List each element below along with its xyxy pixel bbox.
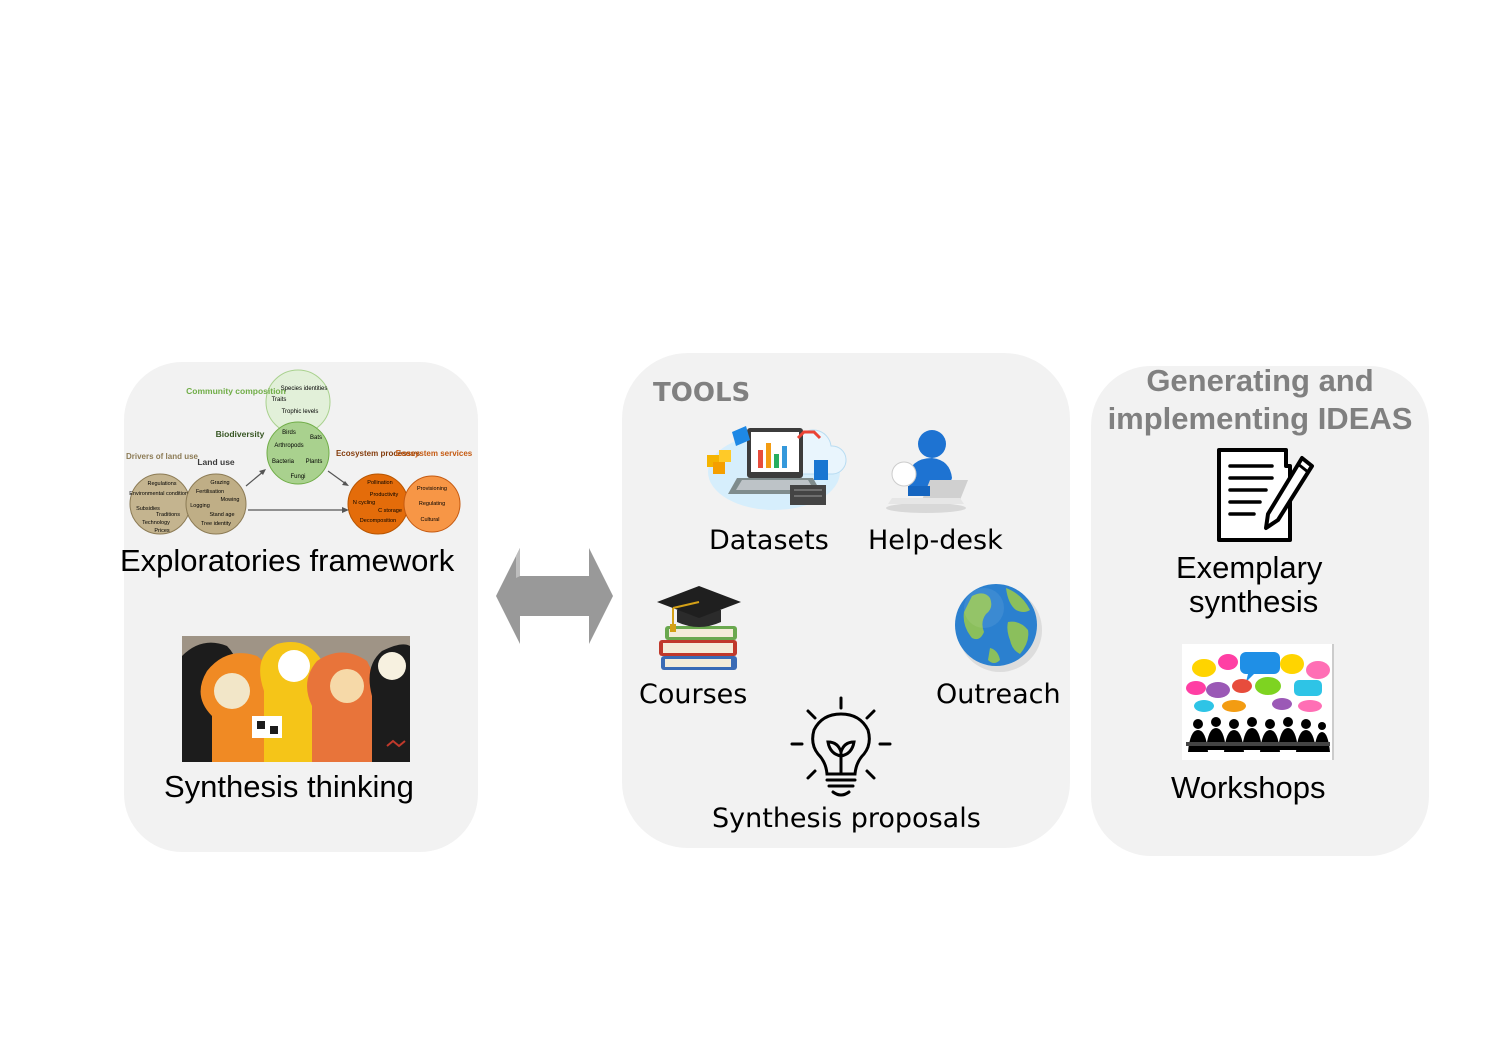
- ideas-panel: [1091, 366, 1429, 856]
- synthesis-thinking-image: [182, 636, 410, 762]
- lightbulb-icon: [790, 696, 892, 797]
- synthesis-thinking-label: Synthesis thinking: [164, 769, 414, 804]
- exploratories-framework-diagram: Community composition Species identities…: [126, 369, 473, 535]
- biodiversity-item: Plants: [306, 459, 323, 465]
- community-item: Traits: [272, 397, 287, 403]
- exemplary-line2: synthesis: [1189, 584, 1319, 619]
- biodiversity-title: Biodiversity: [216, 429, 265, 439]
- framework-label: Exploratories framework: [120, 543, 455, 578]
- landuse-title: Land use: [197, 457, 235, 467]
- landuse-item: Stand age: [209, 512, 234, 518]
- database-icon: [707, 426, 847, 510]
- double-arrow-icon: [496, 548, 613, 644]
- drivers-item: Prices: [154, 528, 170, 534]
- biodiversity-item: Arthropods: [274, 443, 303, 449]
- outreach-label: Outreach: [936, 679, 1061, 710]
- processes-item: Decomposition: [360, 518, 396, 524]
- landuse-item: Tree identity: [201, 521, 231, 527]
- processes-item: Pollination: [367, 480, 392, 486]
- datasets-label: Datasets: [709, 525, 829, 556]
- drivers-title: Drivers of land use: [126, 452, 199, 461]
- courses-label: Courses: [639, 679, 748, 710]
- services-item: Provisioning: [417, 486, 447, 492]
- processes-item: Productivity: [370, 492, 399, 498]
- globe-icon: [955, 584, 1042, 672]
- drivers-item: Regulations: [147, 481, 176, 487]
- helpdesk-person-icon: [886, 430, 968, 513]
- helpdesk-label: Help-desk: [868, 525, 1003, 556]
- biodiversity-item: Fungi: [290, 474, 305, 480]
- community-title: Community composition: [186, 386, 286, 396]
- workshops-label: Workshops: [1171, 770, 1326, 805]
- drivers-item: Traditions: [156, 512, 180, 518]
- drivers-item: Environmental conditions: [129, 491, 191, 497]
- services-item: Regulating: [419, 501, 445, 507]
- services-title: Ecosystem services: [396, 449, 473, 458]
- landuse-item: Fertilisation: [196, 489, 224, 495]
- landuse-item: Logging: [190, 503, 210, 509]
- exemplary-line1: Exemplary: [1176, 550, 1323, 585]
- ideas-title-line2: implementing IDEAS: [1107, 401, 1413, 436]
- community-item: Species identities: [281, 386, 328, 392]
- processes-item: N cycling: [353, 500, 375, 506]
- services-item: Cultural: [421, 517, 440, 523]
- tools-title: TOOLS: [653, 378, 751, 408]
- ideas-title-line1: Generating and: [1146, 363, 1374, 398]
- landuse-item: Mowing: [221, 497, 240, 503]
- graduation-books-icon: [657, 586, 741, 670]
- speech-bubbles-meeting-icon: [1182, 644, 1334, 760]
- biodiversity-item: Bacteria: [272, 459, 295, 465]
- biodiversity-item: Birds: [282, 430, 296, 436]
- ideas-title: Generating and implementing IDEAS: [1091, 362, 1429, 438]
- document-pen-icon: [1217, 448, 1314, 542]
- drivers-item: Subsidies: [136, 506, 160, 512]
- drivers-item: Technology: [142, 520, 170, 526]
- proposals-label: Synthesis proposals: [712, 803, 981, 834]
- processes-item: C storage: [378, 508, 402, 514]
- community-item: Trophic levels: [282, 409, 319, 415]
- biodiversity-item: Bats: [310, 435, 322, 441]
- landuse-item: Grazing: [210, 480, 229, 486]
- processes-title: Ecosystem processes: [336, 449, 421, 458]
